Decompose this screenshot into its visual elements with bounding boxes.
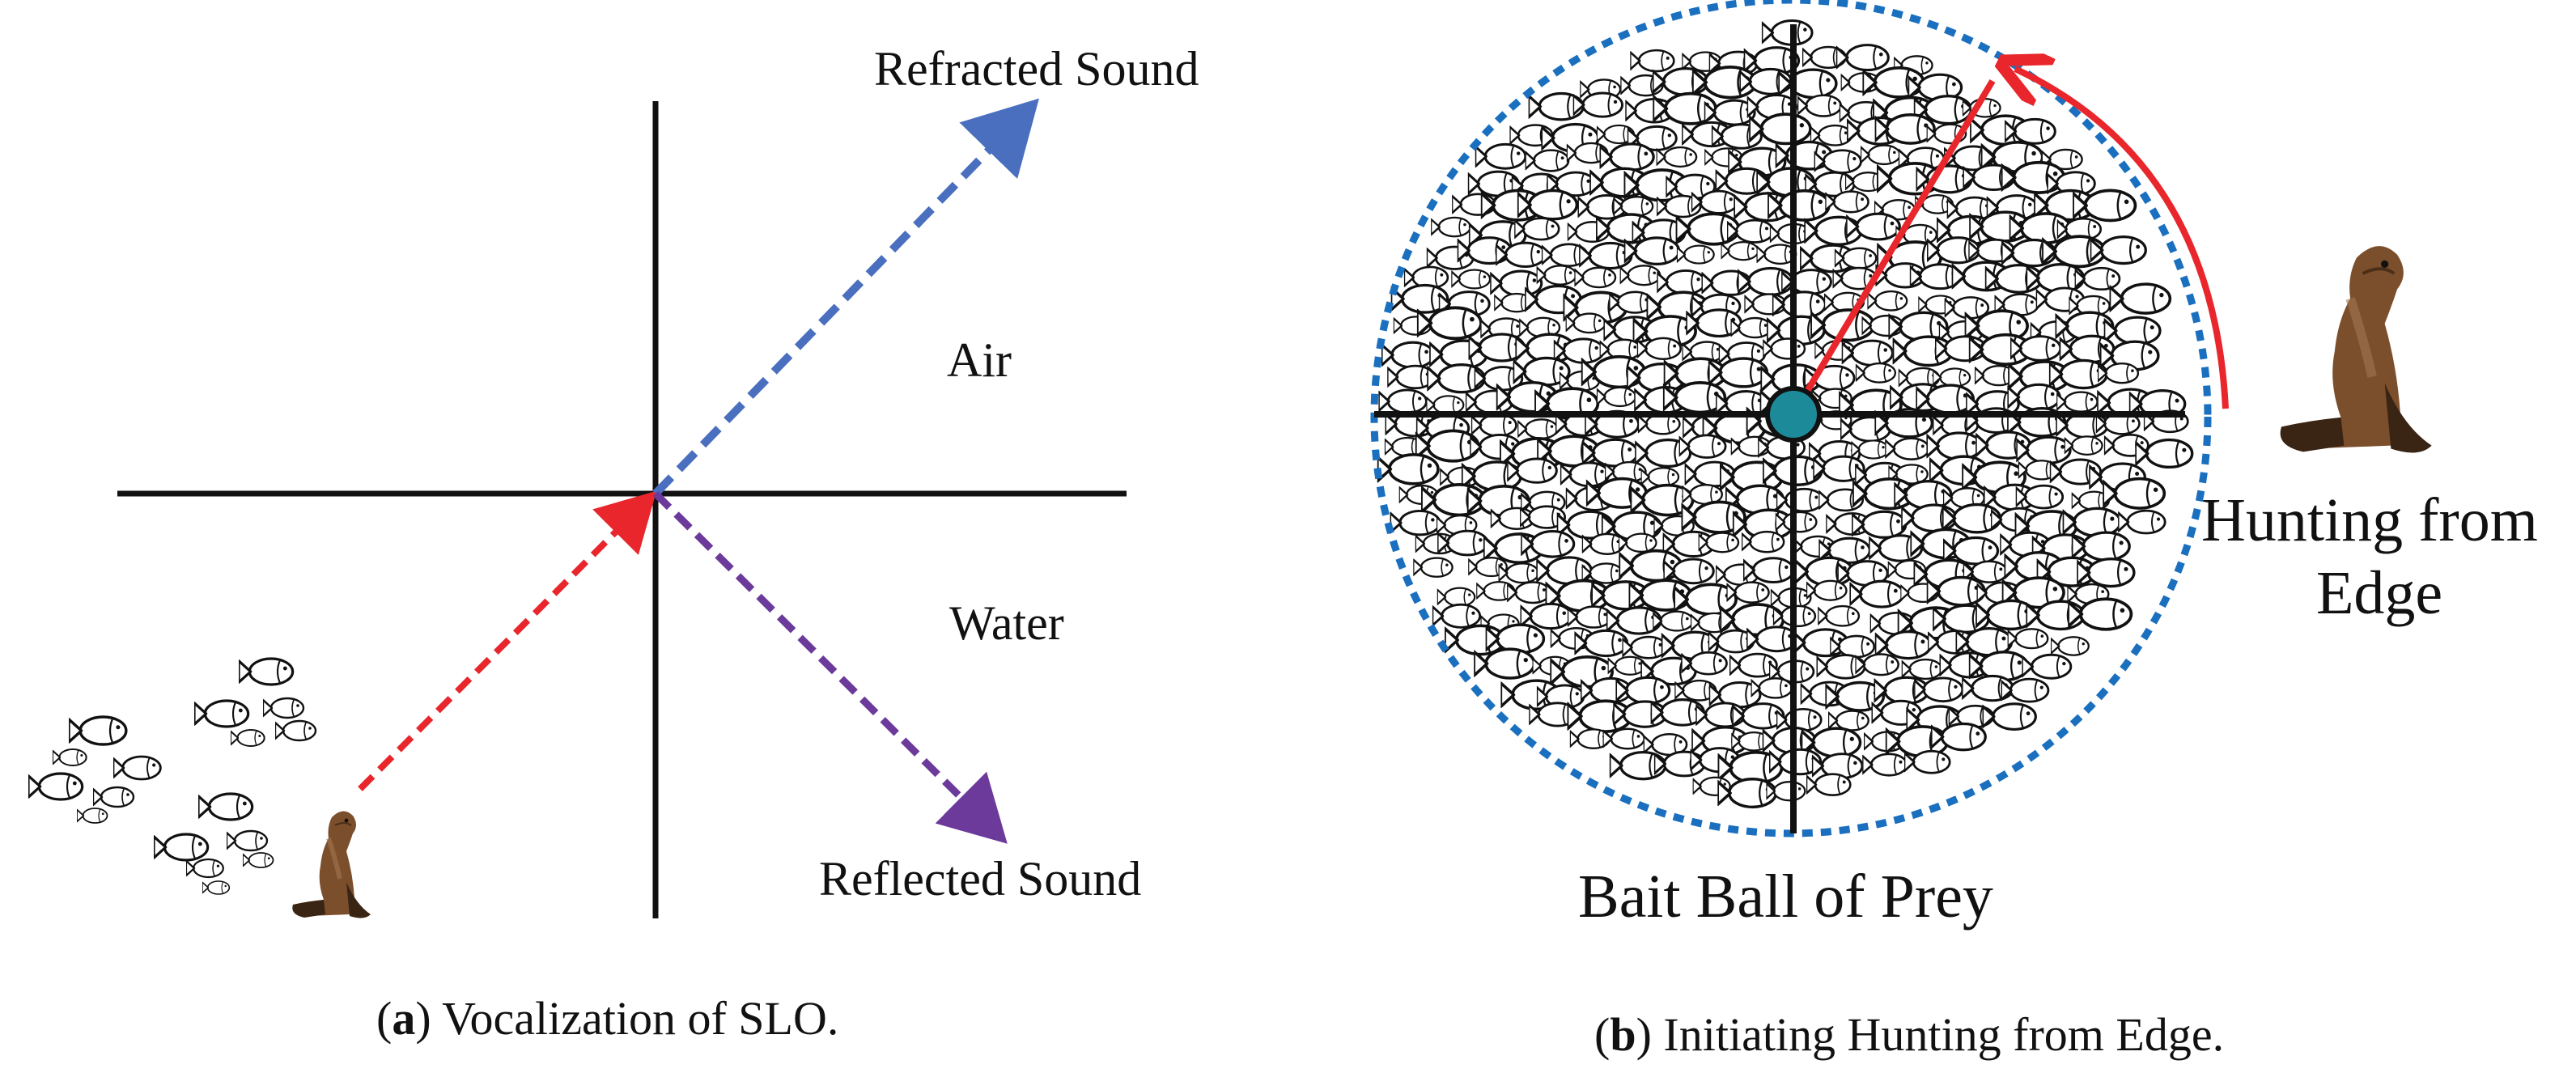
fish-icon: [1867, 290, 1908, 312]
reflected-sound-label: Reflected Sound: [819, 852, 1141, 905]
hunting-direction-arrow: [2015, 69, 2229, 409]
fish-icon: [53, 748, 87, 767]
fish-icon: [1431, 216, 1471, 238]
caption-a: (a) Vocalization of SLO.: [376, 992, 839, 1045]
fish-icon: [2056, 391, 2099, 413]
fish-icon: [1901, 658, 1943, 681]
fish-icon: [77, 808, 108, 824]
fish-icon: [1933, 367, 1971, 388]
fish-icon: [1630, 49, 1675, 73]
fish-icon: [1818, 604, 1861, 627]
fish-icon: [1761, 19, 1814, 46]
sea-lion-icon: [2281, 246, 2432, 452]
fish-icon: [1387, 364, 1436, 390]
fish-icon: [1475, 142, 1527, 170]
fish-school-left: [28, 657, 317, 895]
bait-ball-center: [1765, 386, 1822, 443]
fish-icon: [1390, 509, 1441, 536]
fish-icon: [1742, 530, 1785, 553]
panel-b: Hunting from Edge Bait Ball of Prey: [1370, 0, 2538, 931]
fish-icon: [1721, 240, 1759, 261]
fish-icon: [2051, 636, 2090, 656]
hunting-label-line1: Hunting from: [2201, 486, 2538, 554]
air-label: Air: [947, 333, 1012, 387]
fish-icon: [194, 699, 250, 728]
refracted-sound-arrow: [652, 98, 1039, 497]
caption-b-text: Initiating Hunting from Edge.: [1651, 1008, 2225, 1061]
fish-icon: [1982, 702, 2037, 731]
fish-icon: [1470, 413, 1517, 438]
fish-icon: [93, 786, 135, 808]
fish-icon: [1507, 581, 1551, 604]
fish-icon: [1437, 587, 1476, 608]
fish-icon: [1806, 773, 1852, 797]
fish-icon: [1763, 337, 1806, 360]
fish-icon: [154, 833, 210, 862]
fish-icon: [1855, 362, 1897, 384]
fish-icon: [1432, 603, 1482, 629]
water-label: Water: [949, 596, 1064, 650]
fish-icon: [1622, 635, 1668, 659]
incident-sound-arrow: [358, 490, 657, 791]
caption-b-tag: b: [1610, 1008, 1636, 1061]
fish-icon: [28, 772, 84, 801]
fish-icon: [1676, 244, 1715, 265]
fish-icon: [1885, 437, 1930, 460]
fish-icon: [1756, 244, 1797, 265]
fish-icon: [1413, 557, 1454, 578]
fish-icon: [1861, 144, 1901, 166]
fish-icon: [69, 715, 128, 746]
refracted-sound-label: Refracted Sound: [874, 42, 1199, 95]
fish-icon: [1596, 386, 1637, 408]
fish-icon: [198, 792, 254, 821]
fish-icon: [1451, 269, 1492, 290]
fish-icon: [1862, 753, 1908, 777]
fish-icon: [2109, 282, 2172, 315]
fish-icon: [1377, 452, 1440, 485]
caption-a-tag: a: [392, 992, 416, 1045]
fish-icon: [239, 657, 295, 686]
fish-icon: [1565, 312, 1606, 334]
fish-icon: [1525, 149, 1570, 172]
fish-icon: [1490, 269, 1543, 298]
fish-icon: [1835, 44, 1890, 72]
panel-a: Refracted Sound Air Water Reflected Soun…: [28, 42, 1199, 918]
fish-icon: [227, 829, 269, 852]
bait-ball-label: Bait Ball of Prey: [1578, 863, 1993, 931]
fish-icon: [1381, 341, 1436, 369]
fish-icon: [1849, 579, 1905, 608]
fish-icon: [1657, 269, 1707, 295]
fish-icon: [263, 697, 305, 719]
fish-icon: [1776, 487, 1824, 513]
fish-icon: [202, 880, 231, 895]
reflected-sound-arrow: [652, 490, 1008, 844]
fish-icon: [1606, 606, 1662, 635]
fish-icon: [2007, 628, 2049, 650]
sea-lion-icon: [292, 811, 371, 918]
caption-b: (b) Initiating Hunting from Edge.: [1594, 1008, 2225, 1061]
fish-icon: [231, 728, 265, 748]
fish-icon: [2022, 653, 2073, 680]
fish-icon: [2118, 509, 2166, 535]
fish-icon: [1806, 579, 1848, 601]
hunting-label-line2: Edge: [2316, 559, 2442, 627]
fish-icon: [1574, 266, 1617, 289]
caption-a-text: Vocalization of SLO.: [431, 992, 839, 1045]
fish-icon: [1797, 94, 1843, 117]
fish-icon: [113, 755, 162, 781]
fish-icon: [1579, 241, 1633, 270]
fish-icon: [243, 852, 274, 868]
fish-icon: [1926, 431, 1983, 461]
fish-icon: [275, 719, 317, 742]
fish-icon: [1599, 142, 1655, 172]
fish-icon: [1517, 418, 1559, 440]
hunting-radius-line: [1790, 78, 1996, 417]
fish-icon: [1378, 388, 1428, 414]
fish-icon: [1619, 549, 1683, 583]
fish-icon: [186, 858, 224, 879]
fish-icon: [1619, 265, 1661, 286]
